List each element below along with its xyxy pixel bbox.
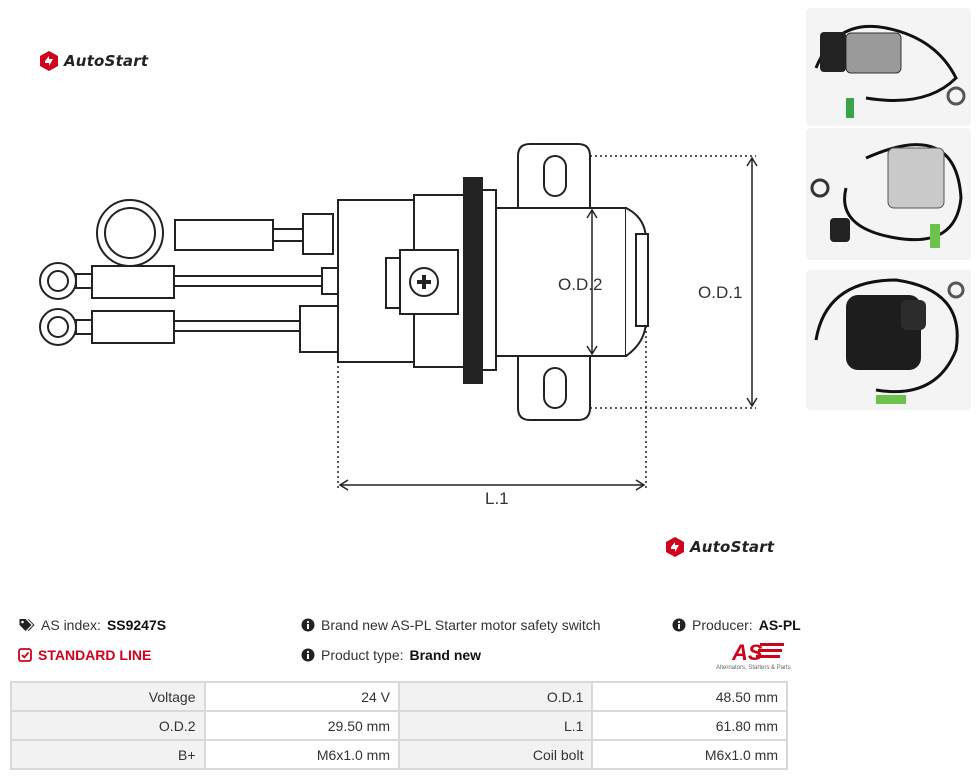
- autostart-logo-icon: [666, 537, 684, 557]
- spec-label: O.D.1: [397, 681, 594, 712]
- product-photo-1[interactable]: [806, 8, 971, 126]
- autostart-logo-text: AutoStart: [64, 52, 149, 70]
- spec-label: B+: [10, 739, 206, 770]
- od2-label: O.D.2: [558, 275, 602, 294]
- autostart-logo-icon: [40, 51, 58, 71]
- spec-value: 61.80 mm: [591, 710, 788, 741]
- autostart-logo-bottom: AutoStart: [664, 536, 774, 558]
- autostart-logo-top: AutoStart: [38, 50, 148, 72]
- spec-value: M6x1.0 mm: [591, 739, 788, 770]
- tags-icon: [19, 619, 35, 631]
- autostart-logo-text: AutoStart: [690, 538, 775, 556]
- producer-label: Producer:: [692, 617, 753, 633]
- table-row: Voltage 24 V O.D.1 48.50 mm: [10, 681, 788, 712]
- spec-value: 48.50 mm: [591, 681, 788, 712]
- as-index: AS index: SS9247S: [18, 617, 166, 633]
- table-row: B+ M6x1.0 mm Coil bolt M6x1.0 mm: [10, 739, 788, 770]
- od1-label: O.D.1: [698, 283, 742, 302]
- product-photo-2[interactable]: [806, 128, 971, 260]
- product-type: Product type: Brand new: [301, 647, 481, 663]
- spec-value: 24 V: [203, 681, 400, 712]
- producer-value: AS-PL: [758, 617, 801, 633]
- table-row: O.D.2 29.50 mm L.1 61.80 mm: [10, 710, 788, 741]
- as-pl-logo-mark: AS: [731, 640, 763, 665]
- as-index-label: AS index:: [41, 617, 101, 633]
- check-square-icon: [18, 648, 32, 662]
- product-description: Brand new AS-PL Starter motor safety swi…: [301, 617, 601, 633]
- product-type-value: Brand new: [409, 647, 482, 663]
- product-line-label: STANDARD LINE: [38, 647, 152, 663]
- technical-drawing: O.D.2 O.D.1 L.1: [39, 143, 758, 508]
- product-photo-3[interactable]: [806, 270, 971, 410]
- spec-label: L.1: [397, 710, 594, 741]
- specs-table: Voltage 24 V O.D.1 48.50 mm O.D.2 29.50 …: [10, 681, 788, 770]
- as-index-value: SS9247S: [106, 617, 167, 633]
- as-pl-logo-tagline: Alternators, Starters & Parts: [716, 665, 791, 671]
- info-icon: [672, 618, 686, 632]
- spec-label: Coil bolt: [397, 739, 594, 770]
- l1-label: L.1: [485, 489, 509, 508]
- producer: Producer: AS-PL: [672, 617, 801, 633]
- product-type-label: Product type:: [321, 647, 404, 663]
- info-icon: [301, 618, 315, 632]
- info-icon: [301, 648, 315, 662]
- description-text: Brand new AS-PL Starter motor safety swi…: [321, 617, 601, 633]
- spec-label: Voltage: [10, 681, 206, 712]
- spec-value: M6x1.0 mm: [203, 739, 400, 770]
- as-pl-logo: AS Alternators, Starters & Parts: [716, 640, 791, 671]
- spec-value: 29.50 mm: [203, 710, 400, 741]
- product-line: STANDARD LINE: [18, 647, 151, 663]
- spec-label: O.D.2: [10, 710, 206, 741]
